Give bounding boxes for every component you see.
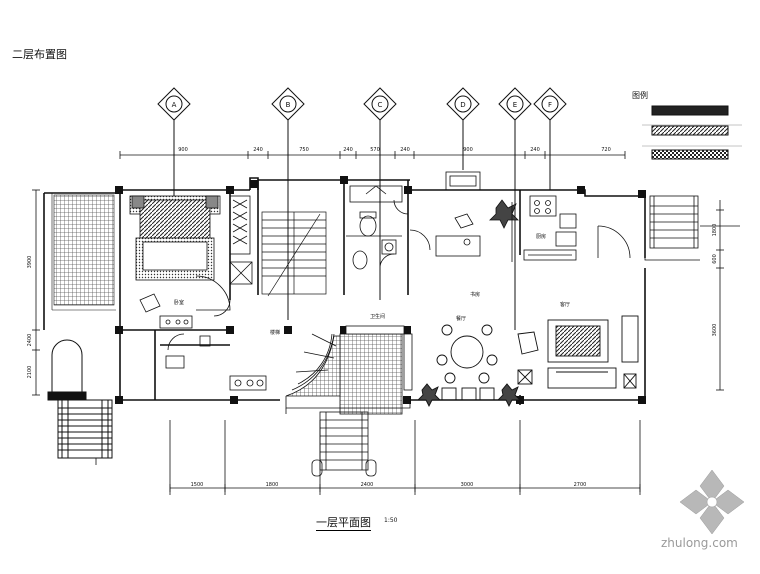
dim-top-4: 570: [370, 147, 380, 153]
counter: [165, 333, 267, 391]
dim-top-5: 240: [400, 147, 410, 153]
section-marker-label: A: [172, 101, 177, 109]
legend-swatch-solid: [651, 105, 729, 116]
dim-top-6: 900: [463, 147, 473, 153]
study-furniture: [409, 171, 519, 262]
dim-top-1: 240: [253, 147, 263, 153]
room-label-living: 客厅: [560, 301, 570, 308]
dimension-text: 900 240 750 240 570 240 900 240 720 1500…: [27, 147, 718, 488]
dim-bottom-2: 2400: [361, 482, 374, 488]
section-marker: B: [271, 87, 305, 320]
section-marker: F: [533, 87, 567, 190]
section-markers: A B C D E: [157, 87, 567, 330]
bedroom-furniture: [129, 195, 231, 329]
plan-scale: 1:50: [384, 517, 398, 524]
dim-right-2: 3600: [712, 324, 718, 337]
dim-right-1: 600: [712, 254, 718, 264]
legend: 图例: [632, 90, 742, 160]
room-label-study: 书房: [470, 291, 480, 298]
section-marker: E: [498, 87, 532, 330]
dim-bottom-0: 1500: [191, 482, 204, 488]
front-steps: [311, 411, 377, 477]
dim-left-1: 2400: [27, 334, 33, 347]
side-stairs: [644, 195, 700, 261]
dim-top-0: 900: [178, 147, 188, 153]
dim-bottom-4: 2700: [574, 482, 587, 488]
watermark-logo: [679, 469, 745, 535]
legend-swatch-checker: [651, 149, 729, 160]
dim-top-3: 240: [343, 147, 353, 153]
room-label-kitchen: 厨房: [536, 233, 546, 240]
dim-left-0: 3900: [27, 256, 33, 269]
toilet-fixtures: [346, 185, 409, 270]
living-furniture: [517, 315, 639, 389]
plan-title: 一层平面图: [316, 516, 371, 531]
dim-top-8: 720: [601, 147, 611, 153]
section-marker-label: B: [286, 101, 291, 109]
room-label-stair-hall: 楼梯: [270, 329, 280, 336]
watermark-text: zhulong.com: [661, 536, 738, 550]
kitchen-furniture: [523, 195, 631, 261]
section-marker-label: D: [460, 101, 465, 109]
room-label-bedroom: 卧室: [174, 299, 184, 306]
room-labels: 卧室 楼梯 卫生间 书房 厨房 餐厅 客厅: [174, 233, 570, 336]
dim-top-2: 750: [299, 147, 309, 153]
dining-furniture: [416, 324, 522, 408]
sheet-title: 二层布置图: [12, 48, 67, 61]
entry-arch: [47, 339, 113, 459]
columns: [115, 176, 646, 404]
dim-top-7: 240: [530, 147, 540, 153]
dim-left-2: 2100: [27, 366, 33, 379]
section-marker: D: [446, 87, 480, 170]
dim-bottom-1: 1800: [266, 482, 279, 488]
section-marker-label: C: [378, 101, 383, 109]
foyer: [285, 325, 413, 415]
room-label-toilet: 卫生间: [370, 313, 385, 320]
section-marker: A: [157, 87, 191, 210]
wardrobe: [213, 195, 253, 317]
section-marker-label: F: [548, 101, 552, 109]
legend-swatch-hatched: [651, 125, 729, 136]
legend-heading: 图例: [632, 90, 648, 100]
dim-right-0: 1800: [712, 224, 718, 237]
dim-bottom-3: 3000: [461, 482, 474, 488]
tile-floor-left: [53, 194, 115, 306]
staircase: [261, 211, 327, 297]
room-label-dining: 餐厅: [456, 315, 466, 322]
section-marker-label: E: [513, 101, 517, 109]
section-marker: C: [363, 87, 397, 300]
